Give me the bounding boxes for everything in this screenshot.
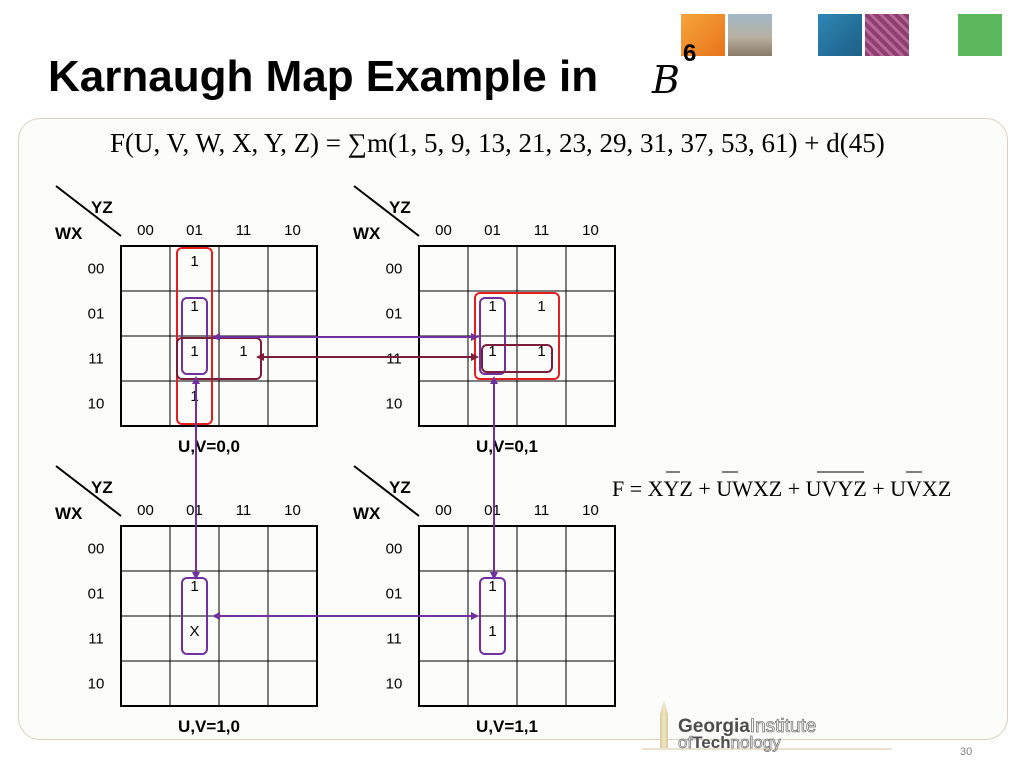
kmap-row-label: 00 xyxy=(88,541,105,558)
main-formula: F(U, V, W, X, Y, Z) = ∑m(1, 5, 9, 13, 21… xyxy=(110,128,885,158)
kmap-cell-value: 1 xyxy=(488,343,496,360)
kmap-row-var: WX xyxy=(55,504,83,523)
kmap-row-label: 10 xyxy=(88,396,105,413)
kmap-row-var: WX xyxy=(353,504,381,523)
title-symbol: B xyxy=(652,58,680,102)
kmap-col-label: 00 xyxy=(435,502,452,519)
kmap-group-loop xyxy=(479,297,506,375)
kmap-group-loop xyxy=(481,344,553,373)
kmap-cell-value: 1 xyxy=(537,298,545,315)
header-decor-blue-square xyxy=(818,14,862,56)
kmap-col-label: 01 xyxy=(186,502,203,519)
page-number: 30 xyxy=(960,746,973,758)
logo-tower-icon xyxy=(660,700,668,748)
kmap-row-label: 01 xyxy=(386,306,403,323)
kmap-row-label: 00 xyxy=(88,261,105,278)
kmap-row-label: 10 xyxy=(88,676,105,693)
kmap-corner-diagonal xyxy=(55,185,122,237)
kmap-col-var: YZ xyxy=(389,478,411,497)
kmap-cell-value: 1 xyxy=(488,298,496,315)
kmap-row-label: 00 xyxy=(386,261,403,278)
kmap-col-label: 10 xyxy=(284,502,301,519)
footer-band xyxy=(0,740,1024,768)
kmap-col-label: 01 xyxy=(484,222,501,239)
kmap-label: U,V=1,0 xyxy=(178,717,240,736)
kmap-row-label: 10 xyxy=(386,396,403,413)
kmap-corner-diagonal xyxy=(353,465,420,517)
kmap-row-label: 01 xyxy=(88,586,105,603)
logo-line2-light: nology xyxy=(730,733,781,753)
kmap-cell-value: 1 xyxy=(488,623,496,640)
slide-title: Karnaugh Map Example in xyxy=(48,52,599,101)
kmap-label: U,V=0,0 xyxy=(178,437,240,456)
kmap-col-label: 10 xyxy=(582,502,599,519)
kmap-row-label: 00 xyxy=(386,541,403,558)
kmap-row-label: 11 xyxy=(88,631,104,648)
kmap-col-label: 01 xyxy=(186,222,203,239)
kmap-corner-diagonal xyxy=(353,185,420,237)
logo-line1-bold: Georgia xyxy=(678,716,750,737)
kmap-corner-diagonal xyxy=(55,465,122,517)
georgia-tech-logo: GeorgiaInstitute ofTechnology xyxy=(642,700,892,752)
kmap-cell-value: 1 xyxy=(190,388,198,405)
kmap-col-label: 11 xyxy=(236,222,252,239)
kmap-row-label: 01 xyxy=(88,306,105,323)
header-decor-circuit-square xyxy=(865,14,909,56)
kmap-row-label: 11 xyxy=(386,351,402,368)
kmap-3: YZ WX 00 01 11 10 00 01 11 10 1X U,V=1,0 xyxy=(55,465,318,736)
kmap-row-label: 11 xyxy=(88,351,104,368)
kmap-cell-value: X xyxy=(189,623,199,640)
kmap-cell-value: 1 xyxy=(488,578,496,595)
logo-line1-light: Institute xyxy=(749,716,817,738)
kmap-col-var: YZ xyxy=(91,198,113,217)
kmap-cell-value: 1 xyxy=(190,343,198,360)
arrows-layer xyxy=(192,333,498,620)
kmap-cell-value: 1 xyxy=(239,343,247,360)
kmap-group-loop xyxy=(181,297,208,375)
logo-line2-prefix: of xyxy=(678,733,693,753)
kmap-row-label: 11 xyxy=(386,631,402,648)
kmap-col-label: 11 xyxy=(236,502,252,519)
header-decor-green-square xyxy=(958,14,1002,56)
kmap-col-var: YZ xyxy=(91,478,113,497)
kmap-col-label: 00 xyxy=(137,502,154,519)
kmap-cell-value: 1 xyxy=(190,253,198,270)
kmap-row-label: 10 xyxy=(386,676,403,693)
kmap-row-label: 01 xyxy=(386,586,403,603)
kmap-label: U,V=0,1 xyxy=(476,437,538,456)
header-decor-photo-square xyxy=(728,14,772,56)
kmap-label: U,V=1,1 xyxy=(476,717,538,736)
kmap-col-label: 10 xyxy=(284,222,301,239)
kmap-cell-value: 1 xyxy=(190,298,198,315)
header-decor-orange-square xyxy=(681,14,725,56)
kmap-col-label: 00 xyxy=(137,222,154,239)
title-superscript: 6 xyxy=(683,40,697,67)
kmap-row-var: WX xyxy=(55,224,83,243)
result-formula: F = XYZ + UWXZ + UVYZ + UVXZ xyxy=(612,476,952,501)
logo-divider xyxy=(642,748,892,750)
kmap-col-label: 01 xyxy=(484,502,501,519)
kmap-cell-value: 1 xyxy=(190,578,198,595)
kmap-row-var: WX xyxy=(353,224,381,243)
logo-line2-bold: Tech xyxy=(692,733,731,752)
kmap-col-label: 11 xyxy=(534,502,550,519)
kmap-col-label: 10 xyxy=(582,222,599,239)
kmap-col-label: 00 xyxy=(435,222,452,239)
kmap-cell-value: 1 xyxy=(537,343,545,360)
kmap-col-label: 11 xyxy=(534,222,550,239)
kmap-col-var: YZ xyxy=(389,198,411,217)
